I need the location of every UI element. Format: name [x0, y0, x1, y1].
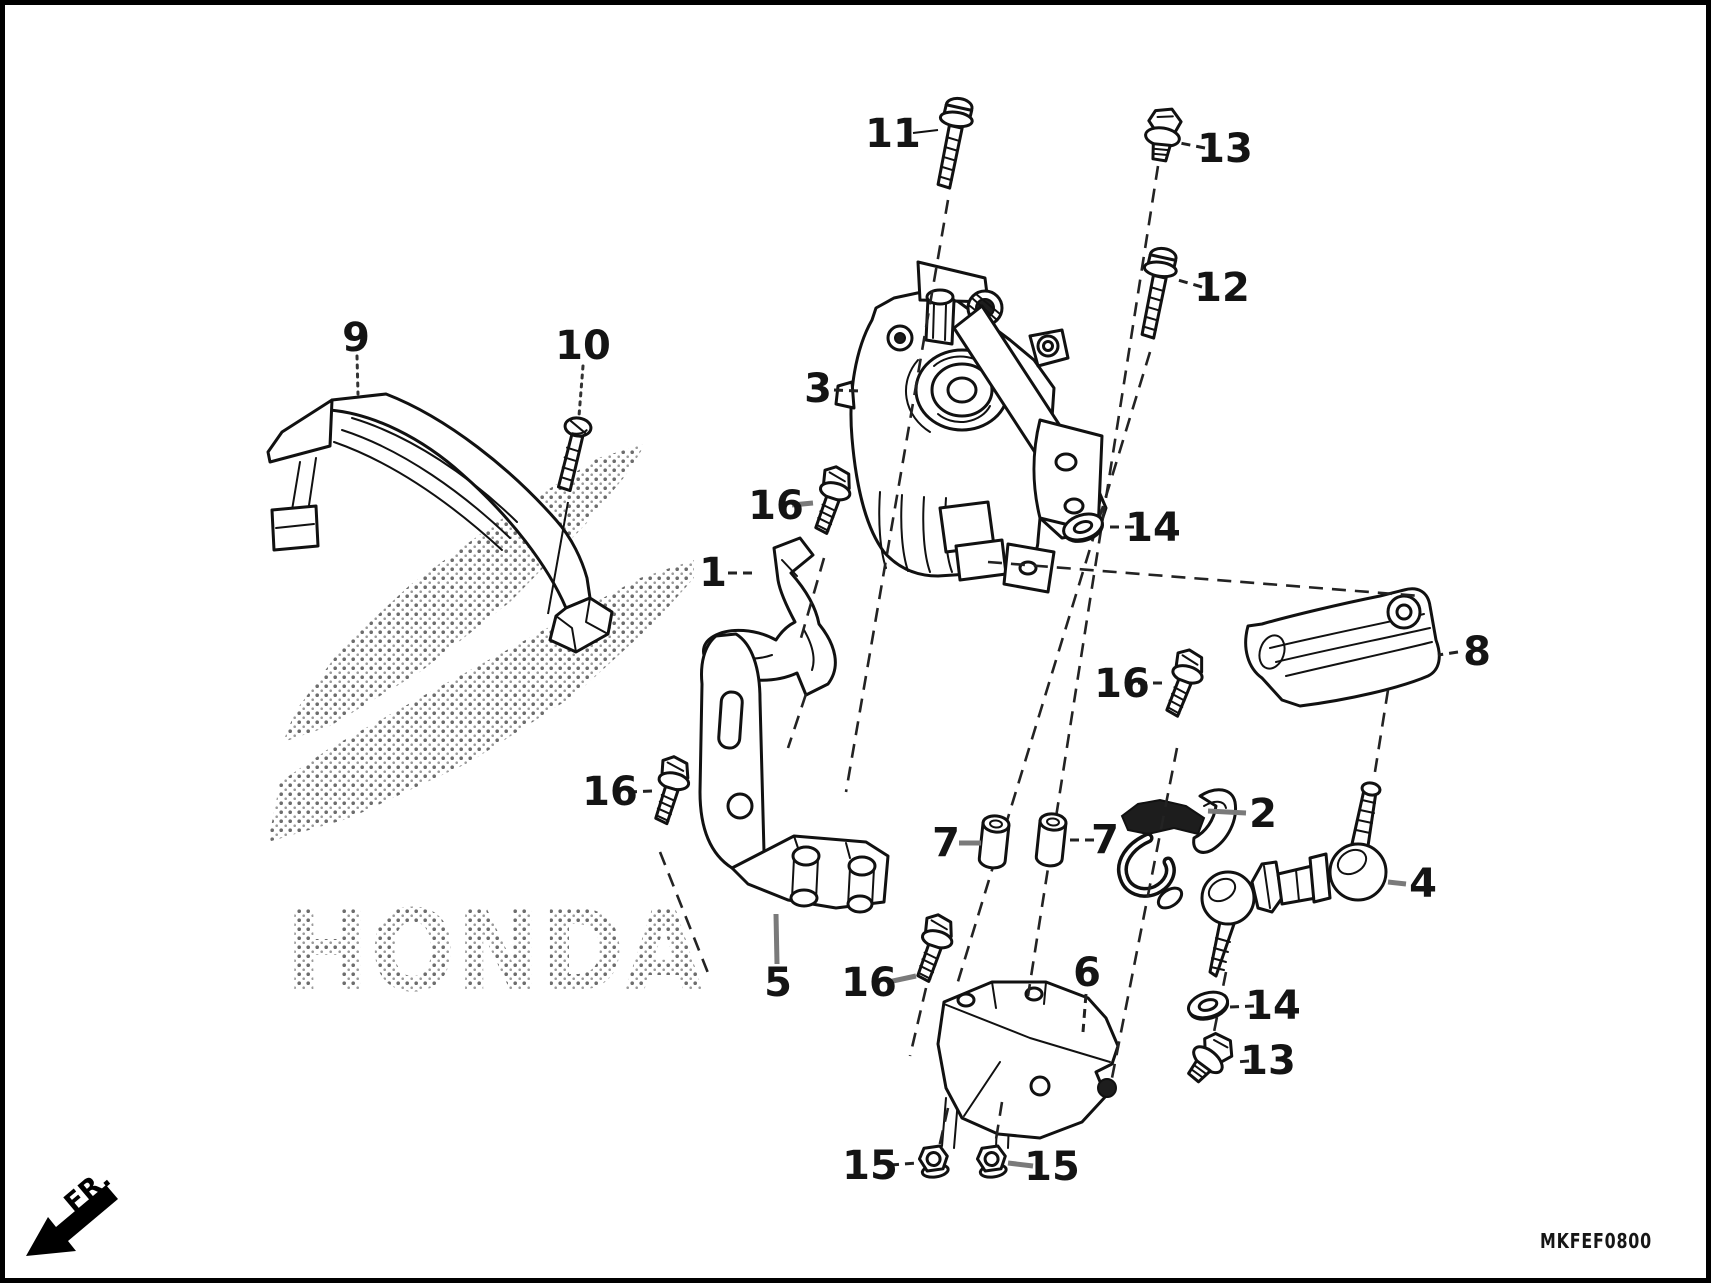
- part-12-bolt: [1133, 244, 1181, 342]
- diagram-part-code: MKFEF0800: [1540, 1229, 1652, 1253]
- callout-13-bottom: 13: [1240, 1038, 1296, 1084]
- callout-16-d: 16: [841, 960, 897, 1006]
- part-13-bolt-bottom: [1178, 1025, 1242, 1090]
- part-14-washer-2: [1183, 986, 1233, 1026]
- part-5-bracket: [698, 632, 890, 914]
- honda-wing-watermark: HONDA: [268, 444, 703, 1017]
- callout-12: 12: [1194, 265, 1250, 311]
- part-16-bolt-3: [648, 753, 696, 828]
- callout-leader-lines: [355, 129, 1459, 1169]
- callout-8: 8: [1463, 629, 1491, 675]
- part-15-nut-2: [974, 1143, 1010, 1181]
- callout-10: 10: [555, 323, 611, 369]
- part-13-bolt-top: [1140, 104, 1186, 164]
- callout-11: 11: [865, 111, 921, 157]
- part-4-tie-rod: [1200, 781, 1388, 978]
- part-15-nut-1: [916, 1143, 952, 1181]
- part-11-bolt: [929, 94, 977, 192]
- part-9-bracket-arm: [266, 392, 614, 654]
- callout-7-left: 7: [932, 820, 960, 866]
- callout-14-top: 14: [1125, 505, 1181, 551]
- part-8-cover: [1244, 587, 1441, 708]
- callout-7-right: 7: [1091, 817, 1119, 863]
- callout-14-bottom: 14: [1245, 983, 1301, 1029]
- screw-axis-line: [547, 501, 569, 615]
- callout-13-top: 13: [1197, 126, 1253, 172]
- part-16-bolt-1: [808, 462, 858, 539]
- part-7-collar-1: [977, 814, 1011, 870]
- part-7-collar-2: [1034, 812, 1068, 868]
- part-6-bracket: [936, 980, 1120, 1149]
- callout-2: 2: [1249, 791, 1277, 837]
- fr-label: FR.: [59, 1163, 117, 1219]
- part-10-screw: [556, 416, 593, 493]
- callout-5: 5: [764, 960, 792, 1006]
- part-3-steering-damper: [834, 260, 1108, 594]
- part-16-bolt-4: [910, 910, 960, 987]
- callout-4: 4: [1409, 861, 1437, 907]
- callout-6: 6: [1073, 950, 1101, 996]
- callout-15-right: 15: [1024, 1144, 1080, 1190]
- callout-3: 3: [804, 366, 832, 412]
- callout-15-left: 15: [842, 1143, 898, 1189]
- callout-16-a: 16: [748, 483, 804, 529]
- part-2-stay-clamp: [1117, 788, 1238, 910]
- part-16-bolt-2: [1159, 645, 1211, 722]
- fr-direction-arrow: FR.: [26, 1163, 118, 1256]
- callout-1: 1: [699, 550, 727, 596]
- callout-16-c: 16: [582, 769, 638, 815]
- callout-16-b: 16: [1094, 661, 1150, 707]
- callouts: 9 10 11 13 12 3 16 1 14 8 16 2 7 7 16 4 …: [342, 111, 1491, 1190]
- callout-9: 9: [342, 315, 370, 361]
- honda-text-watermark: HONDA: [285, 887, 703, 1017]
